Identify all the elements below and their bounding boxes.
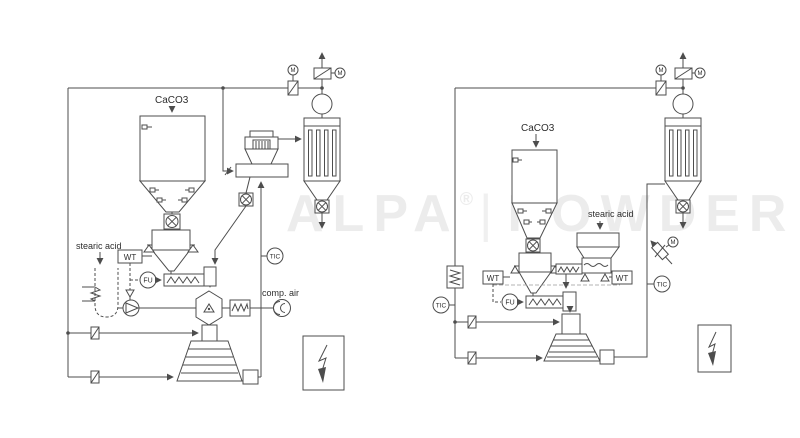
classifier	[235, 130, 289, 207]
feeder-discharge-box	[562, 291, 577, 312]
exhaust-motor-damper: M	[674, 67, 706, 80]
wt-label: WT	[124, 253, 137, 262]
weigh-hopper	[510, 252, 560, 296]
caco3-label: CaCO3	[155, 95, 189, 106]
tic-label: TIC	[436, 303, 447, 310]
stearic-acid-label: stearic acid	[76, 241, 122, 251]
product-mill	[176, 324, 259, 385]
product-mill	[543, 313, 615, 365]
wt-label: WT	[616, 274, 629, 283]
coating-mill	[195, 290, 223, 326]
screw-feeder	[163, 266, 217, 287]
exhaust-motor-damper: M	[313, 67, 346, 80]
motor-label: M	[291, 68, 296, 74]
weigh-hopper	[143, 229, 199, 274]
motor-label: M	[671, 240, 676, 246]
caco3-silo	[511, 149, 558, 239]
compressor-icon	[273, 299, 291, 317]
watermark-divider: |	[478, 185, 502, 243]
fan	[311, 93, 333, 115]
recirculation-motor-valve: M	[655, 64, 667, 96]
tic-label: TIC	[270, 254, 281, 261]
fu-label: FU	[505, 300, 514, 307]
right-process-diagram: CaCO3	[432, 52, 732, 373]
motor-label: M	[338, 71, 343, 77]
wt-indicator-right: WT	[609, 270, 633, 285]
stearic-acid-melter: stearic acid	[576, 209, 634, 282]
caco3-label: CaCO3	[521, 123, 555, 134]
registered-mark: ®	[459, 189, 473, 209]
stearic-acid-label: stearic acid	[588, 209, 634, 219]
fu-label: FU	[143, 278, 152, 285]
wt-indicator-left: WT	[482, 270, 510, 303]
tic-indicator-left: TIC	[432, 296, 455, 314]
manual-dampers	[90, 326, 100, 384]
power-supply	[697, 324, 732, 373]
silo-rotary-valve	[525, 238, 541, 253]
feeder-discharge-box	[203, 266, 217, 287]
tic-indicator: TIC	[266, 247, 284, 265]
motor-label: M	[659, 68, 664, 74]
left-piping	[66, 52, 326, 381]
dosing-pump	[122, 299, 140, 317]
silo-nozzles	[141, 124, 195, 203]
compressed-air: comp. air	[262, 288, 299, 317]
stearic-acid-tank: stearic acid	[76, 241, 122, 318]
motor-label: M	[698, 71, 703, 77]
fu-indicator: FU	[501, 293, 524, 311]
bag-filter	[664, 117, 702, 229]
air-heater	[229, 299, 251, 317]
bag-filter	[303, 117, 341, 229]
tic-indicator-right: TIC	[653, 275, 671, 293]
caco3-silo	[138, 115, 207, 213]
manual-dampers	[467, 315, 477, 365]
silo-rotary-valve	[163, 212, 181, 230]
fan	[672, 93, 694, 115]
right-piping	[453, 52, 687, 362]
comp-air-label: comp. air	[262, 288, 299, 298]
recirculation-motor-valve: M	[287, 64, 299, 96]
wt-label: WT	[487, 274, 500, 283]
air-heater	[446, 265, 464, 289]
screw-feeder	[525, 291, 577, 313]
silo-nozzles	[512, 157, 552, 225]
fu-indicator: FU	[139, 271, 162, 289]
caco3-feed: CaCO3	[155, 95, 189, 113]
fresh-air-motor-damper: M	[650, 236, 679, 261]
wt-indicator: WT	[117, 249, 152, 300]
tic-label: TIC	[657, 282, 668, 289]
caco3-feed: CaCO3	[521, 123, 555, 148]
power-supply	[302, 335, 345, 391]
left-process-diagram: CaCO3	[66, 52, 346, 391]
melter-screw	[555, 263, 583, 289]
